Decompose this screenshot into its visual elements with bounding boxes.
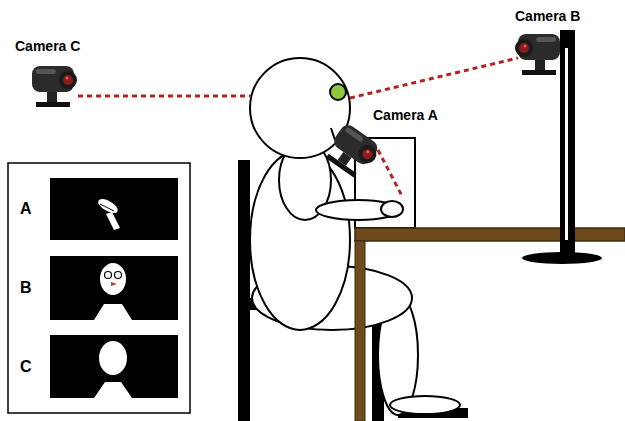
camera-c bbox=[32, 66, 77, 107]
camera-label: Camera A bbox=[373, 107, 438, 123]
hand bbox=[381, 201, 403, 217]
mouth bbox=[331, 128, 335, 140]
chair-back bbox=[238, 160, 250, 421]
camera-label: Camera B bbox=[515, 8, 580, 24]
panel-label: B bbox=[20, 279, 32, 297]
hand-view bbox=[96, 196, 120, 230]
monitor-base bbox=[522, 252, 602, 264]
view-line bbox=[78, 95, 251, 98]
view-line bbox=[378, 150, 402, 196]
camera-view-panel: C bbox=[50, 335, 178, 398]
eye bbox=[330, 84, 346, 100]
camera-b bbox=[515, 34, 560, 75]
panel-label: A bbox=[20, 200, 32, 218]
camera-view-panel: A bbox=[50, 178, 178, 240]
view-line bbox=[350, 58, 518, 98]
camera-label: Camera C bbox=[15, 38, 80, 54]
camera-view-panel: B bbox=[50, 256, 178, 320]
head-view bbox=[94, 341, 132, 398]
panel-label: C bbox=[20, 358, 32, 376]
camera-a bbox=[322, 122, 382, 181]
desk-leg bbox=[355, 241, 365, 421]
desk-top bbox=[355, 228, 625, 241]
foot bbox=[390, 396, 460, 414]
monitor-edge bbox=[565, 48, 568, 248]
face-view bbox=[94, 263, 132, 320]
monitor bbox=[560, 30, 575, 255]
inset-frame bbox=[8, 163, 190, 413]
